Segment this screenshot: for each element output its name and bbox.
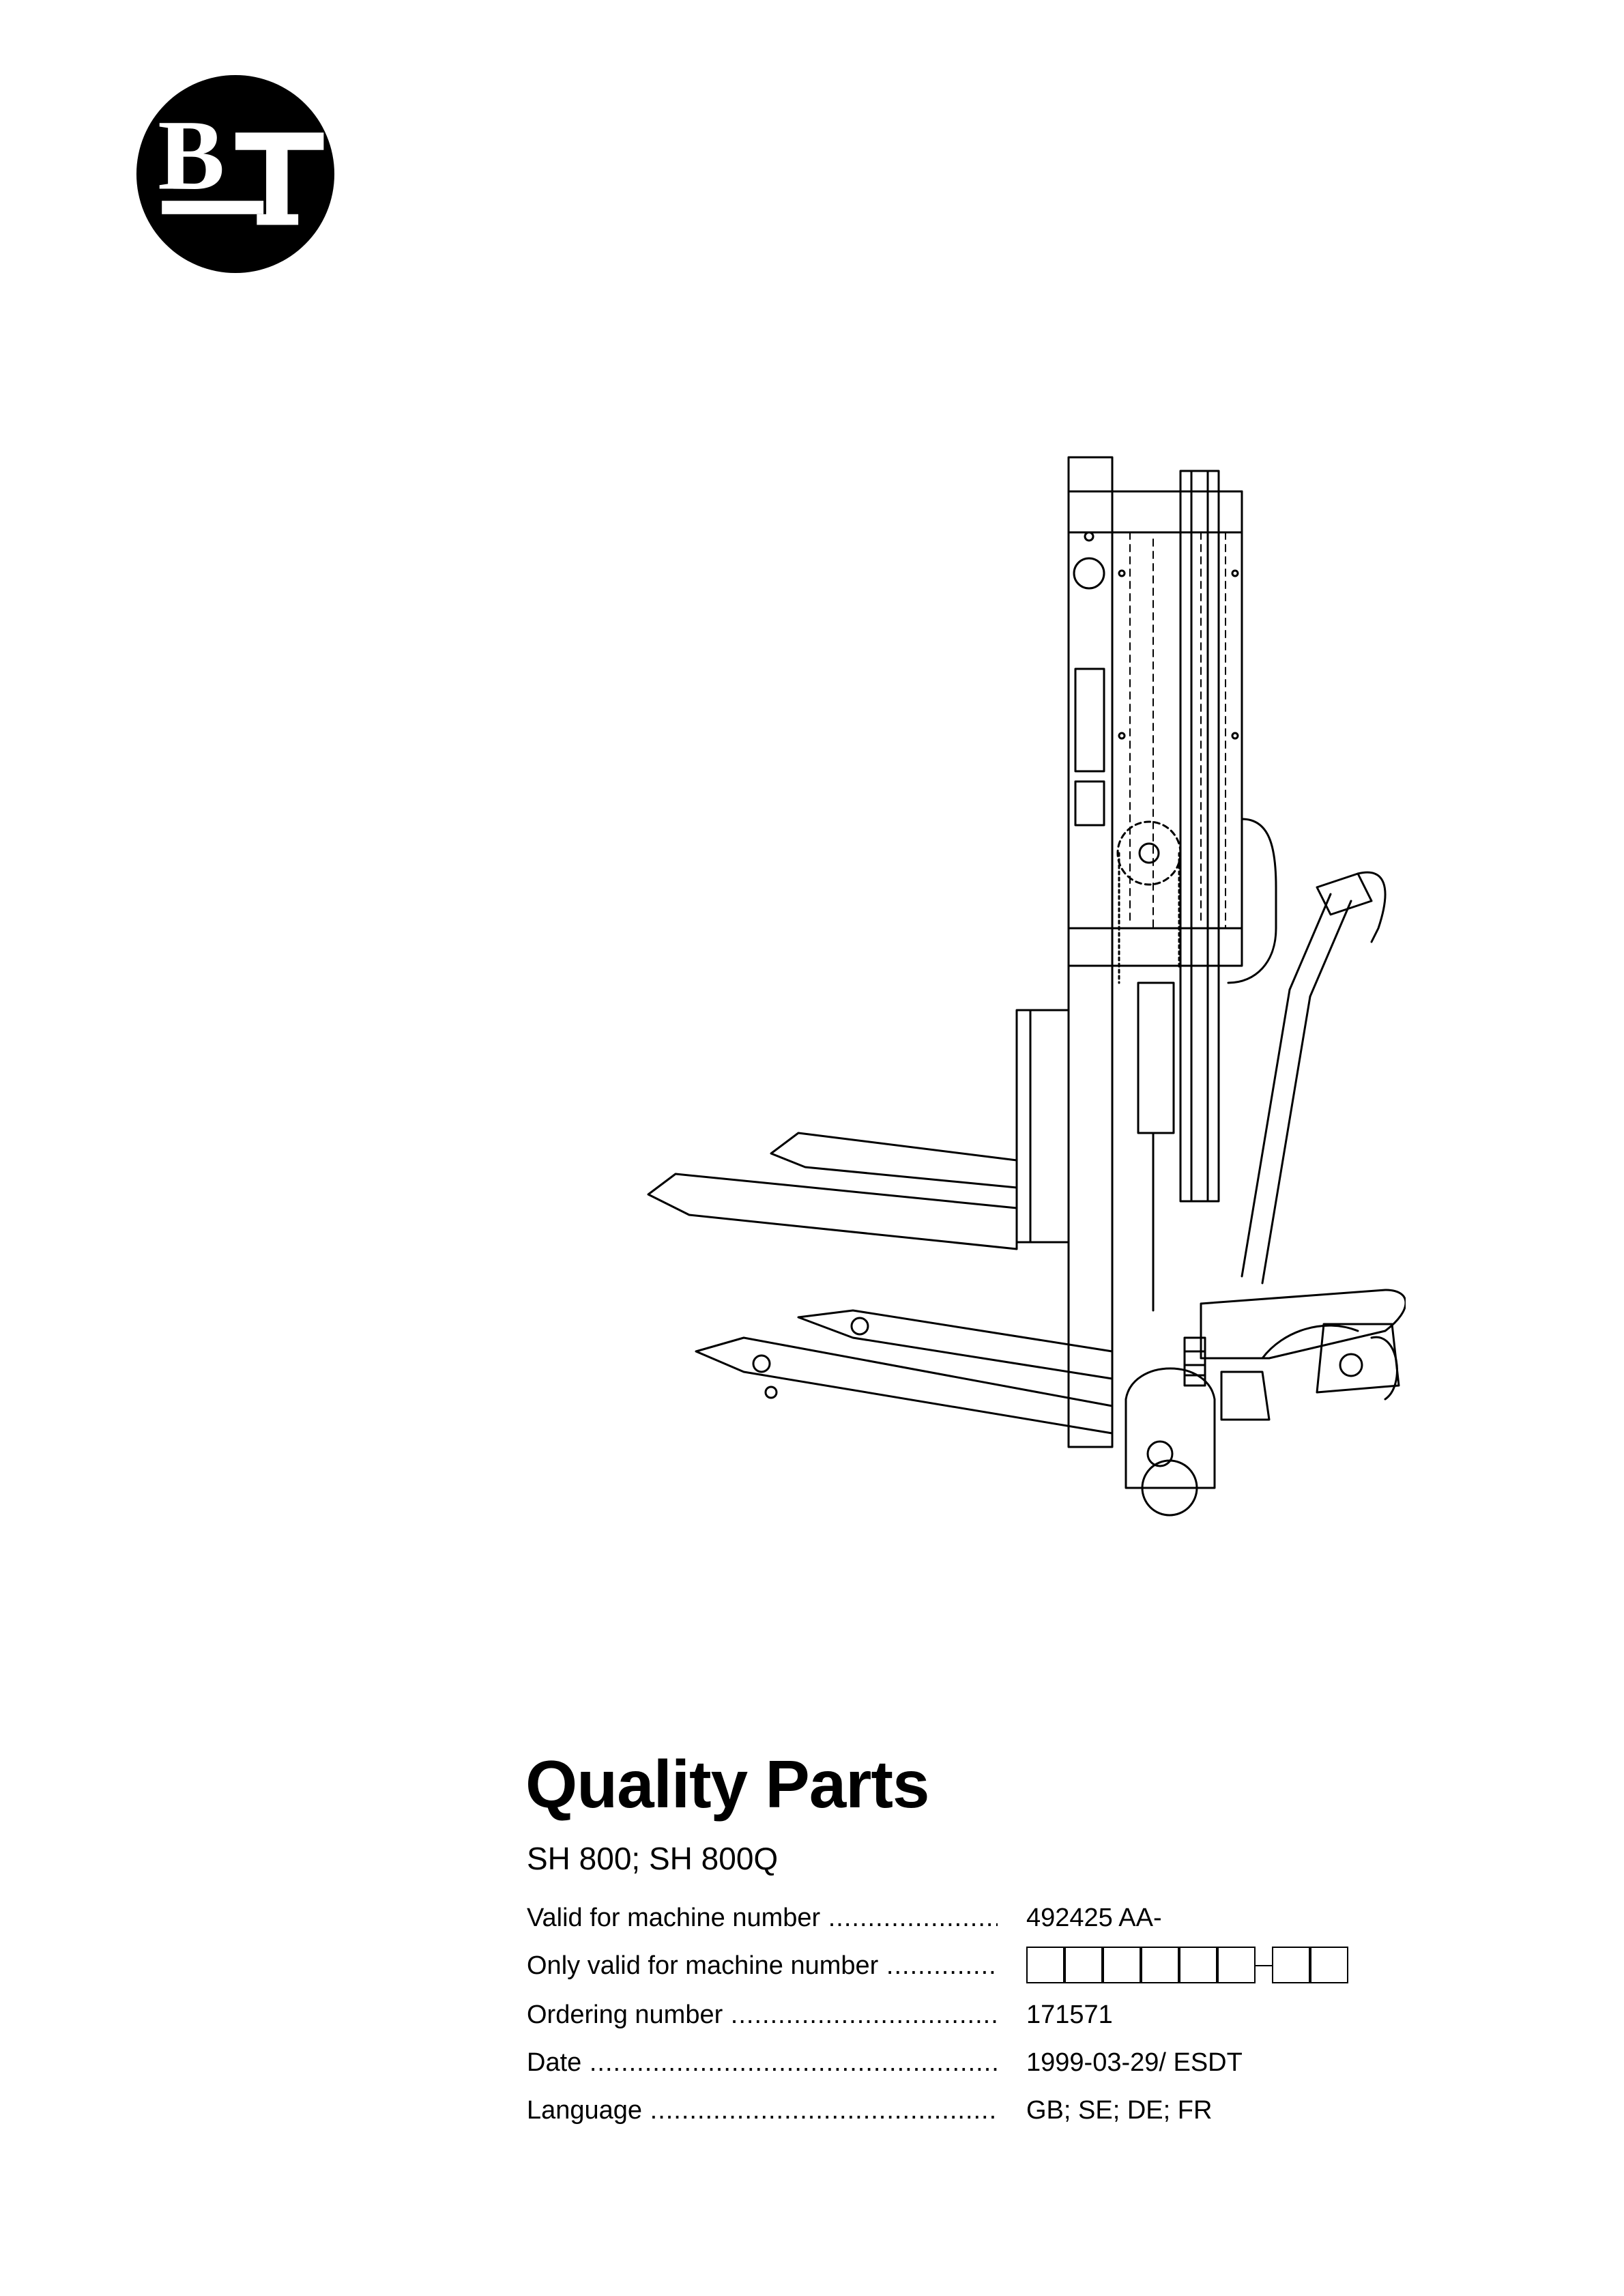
only-valid-for-machine-row: Only valid for machine number [527, 1947, 1414, 1985]
document-title: Quality Parts [525, 1747, 930, 1822]
serial-box [1141, 1947, 1179, 1983]
serial-box [1103, 1947, 1141, 1983]
model-subtitle: SH 800; SH 800Q [527, 1841, 779, 1876]
language-row: Language GB; SE; DE; FR [527, 2091, 1414, 2129]
date-label: Date [527, 2043, 998, 2082]
language-label: Language [527, 2091, 998, 2129]
serial-box [1064, 1947, 1103, 1983]
hand-stacker-illustration [647, 456, 1406, 1517]
date-row: Date 1999-03-29/ ESDT [527, 2043, 1414, 2082]
ordering-number-value: 171571 [1026, 2000, 1113, 2029]
serial-box [1026, 1947, 1064, 1983]
valid-for-machine-row: Valid for machine number 492425 AA- [527, 1899, 1414, 1937]
valid-for-machine-value: 492425 AA- [1026, 1904, 1162, 1932]
language-value: GB; SE; DE; FR [1026, 2096, 1213, 2125]
date-value: 1999-03-29/ ESDT [1026, 2048, 1243, 2077]
bt-logo: B [136, 74, 335, 274]
svg-text:B: B [158, 100, 224, 211]
serial-box [1217, 1947, 1256, 1983]
ordering-number-row: Ordering number 171571 [527, 1996, 1414, 2034]
serial-box [1310, 1947, 1348, 1983]
only-valid-for-machine-label: Only valid for machine number [527, 1947, 998, 1985]
valid-for-machine-label: Valid for machine number [527, 1899, 998, 1937]
serial-box [1179, 1947, 1217, 1983]
ordering-number-label: Ordering number [527, 1996, 998, 2034]
serial-number-boxes [1026, 1947, 1354, 1985]
serial-dash [1256, 1965, 1272, 1966]
serial-box [1272, 1947, 1310, 1983]
